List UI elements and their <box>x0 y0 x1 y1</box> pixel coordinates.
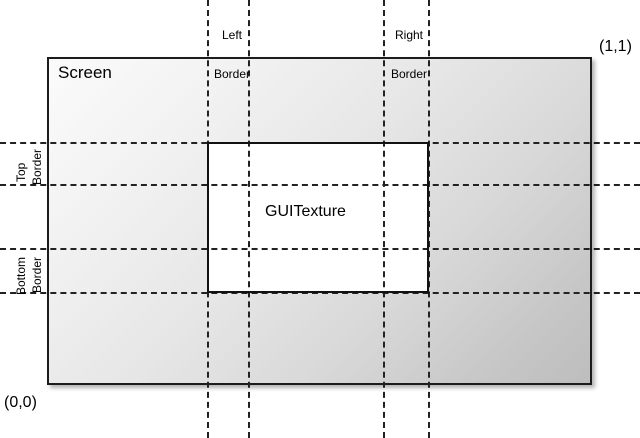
right-border-label: Right Border <box>388 3 430 107</box>
horizontal-guide-top-border <box>0 184 640 186</box>
guitexture-rectangle <box>207 142 429 293</box>
horizontal-guide-bottom-border <box>0 248 640 250</box>
bottom-border-label-line2: Border <box>30 256 44 293</box>
bottom-border-label-line1: Bottom <box>14 256 28 295</box>
origin-coordinate-label: (0,0) <box>4 394 37 411</box>
max-coordinate-label: (1,1) <box>599 38 632 55</box>
texture-edge-left <box>207 142 209 293</box>
left-border-label: Left Border <box>212 3 252 107</box>
vertical-guide-texture-right <box>428 0 430 438</box>
screen-label: Screen <box>58 63 112 82</box>
guitexture-label: GUITexture <box>265 203 346 220</box>
top-border-label-line1: Top <box>14 162 28 182</box>
vertical-guide-right-border <box>383 0 385 438</box>
vertical-guide-left-border <box>248 0 250 438</box>
left-border-label-line2: Border <box>213 66 251 81</box>
texture-edge-top <box>207 142 429 144</box>
horizontal-guide-texture-bottom <box>0 292 640 294</box>
texture-edge-right <box>427 142 429 293</box>
left-border-label-line1: Left <box>221 27 242 42</box>
right-border-label-line1: Right <box>394 27 423 42</box>
right-border-label-line2: Border <box>390 66 428 81</box>
texture-edge-bottom <box>207 291 429 293</box>
top-border-label-line2: Border <box>30 148 44 185</box>
